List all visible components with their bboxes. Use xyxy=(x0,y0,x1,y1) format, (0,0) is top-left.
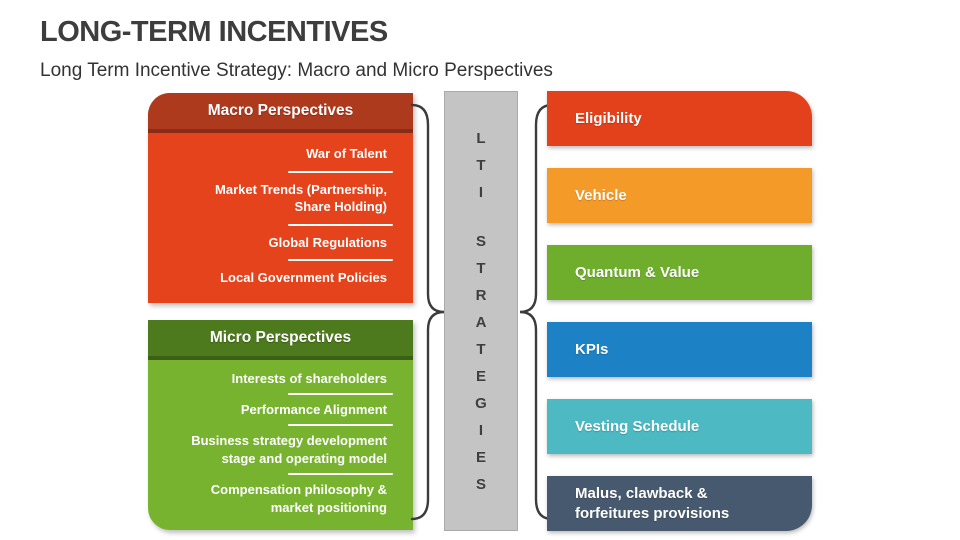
strategy-bar-malus-clawback: Malus, clawback & forfeitures provisions xyxy=(547,476,812,531)
item-divider xyxy=(288,223,393,226)
strategy-bar-quantum-value: Quantum & Value xyxy=(547,245,812,300)
macro-item: Market Trends (Partnership, Share Holdin… xyxy=(215,181,387,215)
micro-item: Performance Alignment xyxy=(240,402,387,418)
item-divider xyxy=(288,473,393,476)
macro-item: War of Talent xyxy=(306,146,387,162)
strategy-bar-vesting-schedule: Vesting Schedule xyxy=(547,399,812,454)
macro-perspectives-list: War of Talent Market Trends (Partnership… xyxy=(148,133,413,303)
macro-item: Global Regulations xyxy=(268,234,387,250)
strategy-bar-kpis: KPIs xyxy=(547,322,812,377)
strategy-bar-eligibility: Eligibility xyxy=(547,91,812,146)
item-divider xyxy=(288,424,393,427)
macro-item: Local Government Policies xyxy=(220,270,387,286)
left-brace xyxy=(410,103,445,521)
item-divider xyxy=(288,393,393,396)
micro-perspectives-box: Micro Perspectives Interests of sharehol… xyxy=(148,320,413,530)
item-divider xyxy=(288,259,393,262)
micro-perspectives-list: Interests of shareholders Performance Al… xyxy=(148,360,413,530)
micro-item: Business strategy development stage and … xyxy=(191,433,387,466)
page-subtitle: Long Term Incentive Strategy: Macro and … xyxy=(40,60,553,81)
micro-item: Interests of shareholders xyxy=(231,370,387,386)
page-title: LONG-TERM INCENTIVES xyxy=(40,16,388,48)
macro-perspectives-box: Macro Perspectives War of Talent Market … xyxy=(148,93,413,303)
micro-item: Compensation philosophy & market positio… xyxy=(210,481,387,515)
item-divider xyxy=(288,170,393,173)
macro-perspectives-header: Macro Perspectives xyxy=(148,93,413,133)
micro-perspectives-header: Micro Perspectives xyxy=(148,320,413,360)
strategy-bar-vehicle: Vehicle xyxy=(547,168,812,223)
